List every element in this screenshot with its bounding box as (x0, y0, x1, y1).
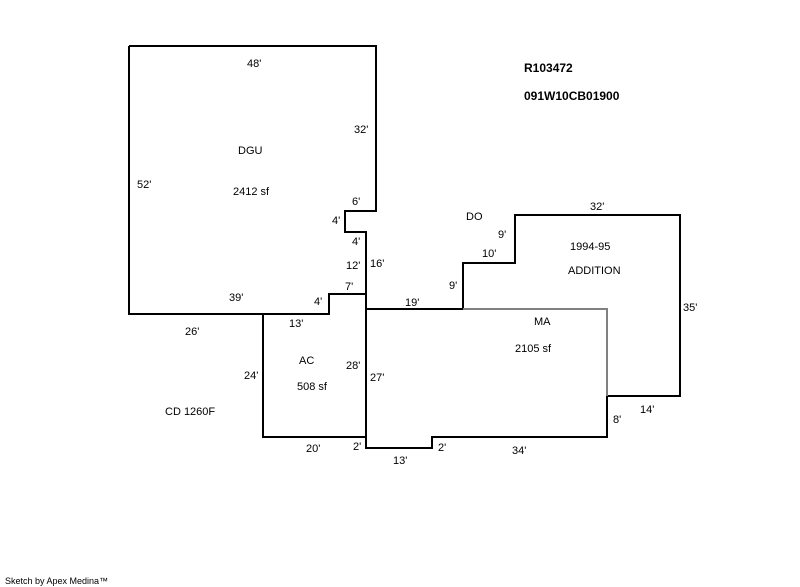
dgu-label: DGU (238, 145, 263, 157)
dim-label: 4' (314, 296, 323, 308)
addition-year: 1994-95 (570, 241, 611, 253)
dim-label: 4' (332, 215, 341, 227)
ma-label: MA (534, 316, 551, 328)
dim-label: 10' (482, 248, 497, 260)
dim-label: 26' (185, 326, 200, 338)
ma-outline (365, 214, 681, 449)
dim-label: 39' (229, 292, 244, 304)
dim-label: 27' (370, 372, 385, 384)
dim-label: 20' (306, 443, 321, 455)
dim-label: 7' (345, 281, 354, 293)
dim-label: 13' (393, 455, 408, 467)
dgu-outline (128, 45, 377, 315)
ma-area: 2105 sf (515, 343, 552, 355)
ac-label: AC (299, 355, 315, 367)
dim-label: 16' (370, 258, 385, 270)
dim-label: 4' (352, 236, 361, 248)
dim-label: 9' (449, 280, 458, 292)
dim-label: 8' (613, 414, 622, 426)
dim-label: 19' (405, 297, 420, 309)
dim-label: 14' (640, 404, 655, 416)
dim-label: 34' (512, 445, 527, 457)
dim-label: 32' (354, 124, 369, 136)
parcel-id: R103472 (524, 61, 573, 75)
ac-area: 508 sf (297, 381, 327, 393)
map-number: 091W10CB01900 (524, 89, 620, 103)
dim-label: 24' (244, 370, 259, 382)
dim-label: 6' (352, 196, 361, 208)
dim-label: 32' (590, 201, 605, 213)
dim-label: 48' (247, 58, 262, 70)
footer-credit: Sketch by Apex Medina™ (5, 576, 109, 586)
cd-label: CD 1260F (165, 406, 216, 418)
dim-label: 52' (137, 179, 152, 191)
dim-label: 28' (346, 360, 361, 372)
dim-label: 13' (289, 318, 304, 330)
dim-label: 35' (683, 302, 698, 314)
addition-label: ADDITION (568, 265, 621, 277)
dim-label: 2' (353, 441, 362, 453)
dim-label: 12' (346, 260, 361, 272)
dgu-area: 2412 sf (233, 186, 270, 198)
do-label: DO (466, 211, 483, 223)
dim-label: 9' (498, 229, 507, 241)
ma-addition-divider (463, 308, 608, 396)
dim-label: 2' (438, 442, 447, 454)
